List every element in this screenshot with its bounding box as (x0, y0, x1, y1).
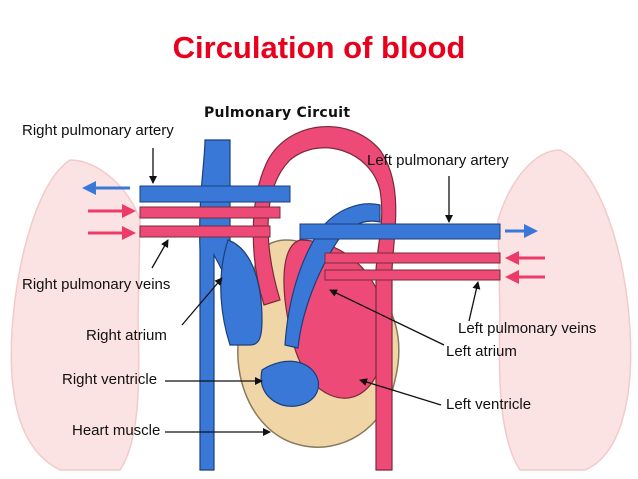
right-pulmonary-vein-upper (139, 206, 281, 219)
diagram-heading: Pulmonary Circuit (204, 105, 351, 121)
right-heart-chambers (220, 239, 263, 346)
right-pulmonary-vein-lower (139, 225, 271, 238)
left-lung (497, 149, 632, 471)
right-lung (10, 159, 141, 471)
flow-arrows-right-lung (82, 181, 136, 240)
label-left-pulmonary-artery: Left pulmonary artery (367, 152, 509, 169)
left-pulmonary-vein-upper (324, 252, 501, 264)
label-left-ventricle: Left ventricle (446, 396, 532, 413)
label-right-ventricle: Right ventricle (62, 371, 158, 388)
leader-lines (149, 148, 481, 436)
label-right-pulmonary-artery: Right pulmonary artery (22, 122, 174, 139)
page-title: Circulation of blood (172, 30, 466, 65)
label-heart-muscle: Heart muscle (72, 422, 161, 439)
left-pulmonary-vein-lower (324, 269, 501, 281)
label-left-pulmonary-veins: Left pulmonary veins (458, 320, 597, 337)
flow-arrows-left-lung (505, 224, 545, 284)
right-ventricle-shape (260, 360, 319, 407)
right-pulmonary-artery-vessel (139, 185, 291, 203)
label-right-pulmonary-veins: Right pulmonary veins (22, 276, 171, 293)
label-left-atrium: Left atrium (446, 343, 517, 360)
left-pulmonary-artery-vessel (299, 223, 501, 240)
label-right-atrium: Right atrium (86, 327, 167, 344)
